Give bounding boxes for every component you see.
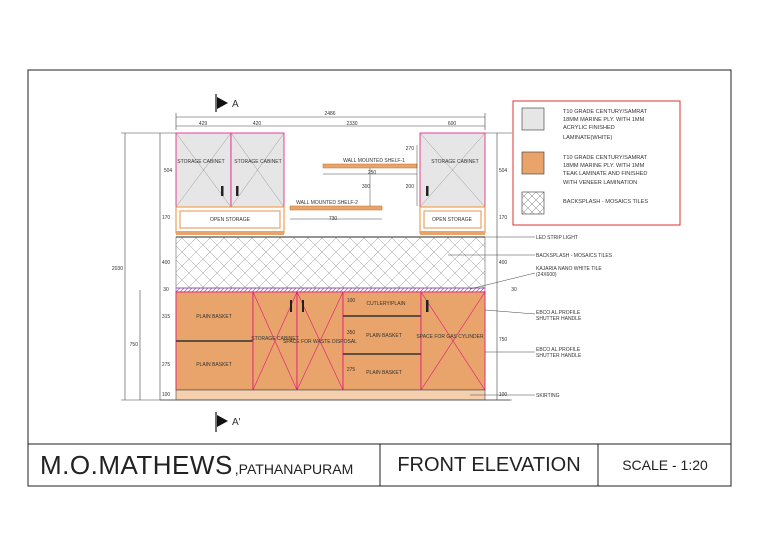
dim-label: 100 <box>347 298 356 304</box>
legend-text: ACRYLIC FINISHED <box>563 125 615 131</box>
open-storage-label: OPEN STORAGE <box>210 217 251 223</box>
dim-label: 730 <box>329 216 338 222</box>
dim-label: 300 <box>362 184 371 190</box>
dim-label: 504 <box>499 168 508 174</box>
drawer-label: PLAIN BASKET <box>366 333 402 339</box>
legend-text: BACKSPLASH - MOSAICS TILES <box>563 199 648 205</box>
dim-label: 315 <box>162 314 171 320</box>
dim-label: 170 <box>499 215 508 221</box>
gas-cylinder-label: SPACE FOR GAS CYLINDER <box>416 334 484 340</box>
dim-label: 270 <box>406 146 415 152</box>
dim-label: 2330 <box>346 121 357 127</box>
dim-label: 400 <box>162 260 171 266</box>
dim-label: 600 <box>448 121 457 127</box>
dim-label: 750 <box>499 337 508 343</box>
backsplash-tiles <box>175 236 486 289</box>
dim-label: 400 <box>499 260 508 266</box>
annotation: BACKSPLASH - MOSAICS TILES <box>536 253 613 259</box>
open-storage-left <box>175 206 285 235</box>
annotation: SHUTTER HANDLE <box>536 316 582 322</box>
svg-text:A': A' <box>232 417 241 428</box>
dim-label: 750 <box>130 342 139 348</box>
dim-label: 30 <box>511 287 517 293</box>
upper-right-cabinet <box>419 132 486 208</box>
annotation: (24X600) <box>536 272 557 278</box>
swatch-grey <box>521 107 545 131</box>
cabinet-handle <box>221 186 224 196</box>
waste-disposal-label: SPACE FOR WASTE DISPOSAL <box>283 339 357 345</box>
dim-label: 350 <box>347 330 356 336</box>
dim-label: 504 <box>164 168 173 174</box>
dim-label: 30 <box>163 287 169 293</box>
cutlery-label: CUTLERY/PLAIN <box>366 301 405 307</box>
wall-shelf-2-label: WALL MOUNTED SHELF-2 <box>296 200 358 206</box>
annotation: SHUTTER HANDLE <box>536 353 582 359</box>
title-block-client: M.O.MATHEWS ,PATHANAPURAM <box>28 444 379 486</box>
dim-label: 420 <box>253 121 262 127</box>
sheet-title: FRONT ELEVATION <box>397 453 581 476</box>
overall-width-label: 2486 <box>324 111 335 117</box>
legend-text: T10 GRADE CENTURY/SAMRAT <box>563 109 648 115</box>
drawer-label: PLAIN BASKET <box>196 314 232 320</box>
drawer-label: PLAIN BASKET <box>196 362 232 368</box>
cabinet-label: STORAGE CABINET <box>431 159 478 165</box>
annotation-leaders <box>448 236 536 396</box>
dim-label: 170 <box>162 215 171 221</box>
section-mark-top: A <box>215 94 239 112</box>
material-legend <box>512 100 681 226</box>
door-handle <box>290 300 292 312</box>
base-cabinets <box>175 291 486 391</box>
cabinet-handle <box>236 186 239 196</box>
client-name: M.O.MATHEWS <box>40 449 233 480</box>
cabinet-label: STORAGE CABINET <box>234 159 281 165</box>
swatch-orange <box>521 151 545 175</box>
cabinet-label: STORAGE CABINET <box>251 336 298 342</box>
countertop <box>175 287 486 293</box>
annotation: EBCO AL.PROFILE <box>536 347 581 353</box>
cabinet-handle <box>426 186 429 196</box>
client-location: ,PATHANAPURAM <box>234 461 354 477</box>
legend-text: 18MM MARINE PLY. WITH 1MM <box>563 117 645 123</box>
legend-text: TEAK LAMINATE AND FINISHED <box>563 171 647 177</box>
legend-text: 18MM MARINE PLY. WITH 1MM <box>563 163 645 169</box>
door-handle <box>426 300 429 312</box>
wall-shelf-2 <box>289 205 383 220</box>
overall-width-dimension <box>175 113 486 130</box>
legend-text: T10 GRADE CENTURY/SAMRAT <box>563 155 648 161</box>
legend-text: LAMINATE(WHITE) <box>563 135 612 141</box>
dim-label: 429 <box>199 121 208 127</box>
swatch-hatch <box>521 191 545 215</box>
overall-height-label: 2030 <box>112 266 123 272</box>
open-storage-label: OPEN STORAGE <box>432 217 473 223</box>
shelf-dimension-lines <box>369 145 418 206</box>
dim-label: 250 <box>368 170 377 176</box>
annotation: LED STRIP LIGHT <box>536 235 578 241</box>
dim-label: 275 <box>347 367 356 373</box>
door-handle <box>302 300 304 312</box>
dim-label: 275 <box>162 362 171 368</box>
skirting <box>175 389 486 401</box>
scale-label: SCALE - 1:20 <box>622 457 708 473</box>
annotation: KAJARIA NANO WHITE TILE <box>536 266 602 272</box>
annotation: EBCO AL.PROFILE <box>536 310 581 316</box>
dim-label: 200 <box>406 184 415 190</box>
section-mark-bottom: A' <box>215 412 241 432</box>
legend-text: WITH VENEER LAMINATION <box>563 180 637 186</box>
drawer-label: PLAIN BASKET <box>366 370 402 376</box>
svg-text:A: A <box>232 99 239 110</box>
upper-left-cabinet <box>175 132 285 208</box>
open-storage-right <box>419 206 486 235</box>
wall-shelf-1-label: WALL MOUNTED SHELF-1 <box>343 158 405 164</box>
annotation: SKIRTING <box>536 393 560 399</box>
dim-label: 100 <box>162 392 171 398</box>
cabinet-label: STORAGE CABINET <box>177 159 224 165</box>
